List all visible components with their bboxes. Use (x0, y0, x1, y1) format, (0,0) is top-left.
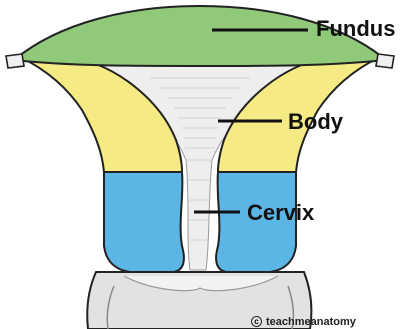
cervix-label: Cervix (247, 200, 314, 226)
fundus-label: Fundus (316, 16, 395, 42)
left-tube-stub (6, 54, 24, 68)
watermark-text: teachmeanatomy (266, 316, 356, 328)
body-label: Body (288, 109, 343, 135)
copyright-icon: c (251, 316, 262, 327)
right-tube-stub (376, 54, 394, 68)
watermark: c teachmeanatomy (251, 314, 356, 329)
cervix-left-wall (104, 172, 184, 272)
